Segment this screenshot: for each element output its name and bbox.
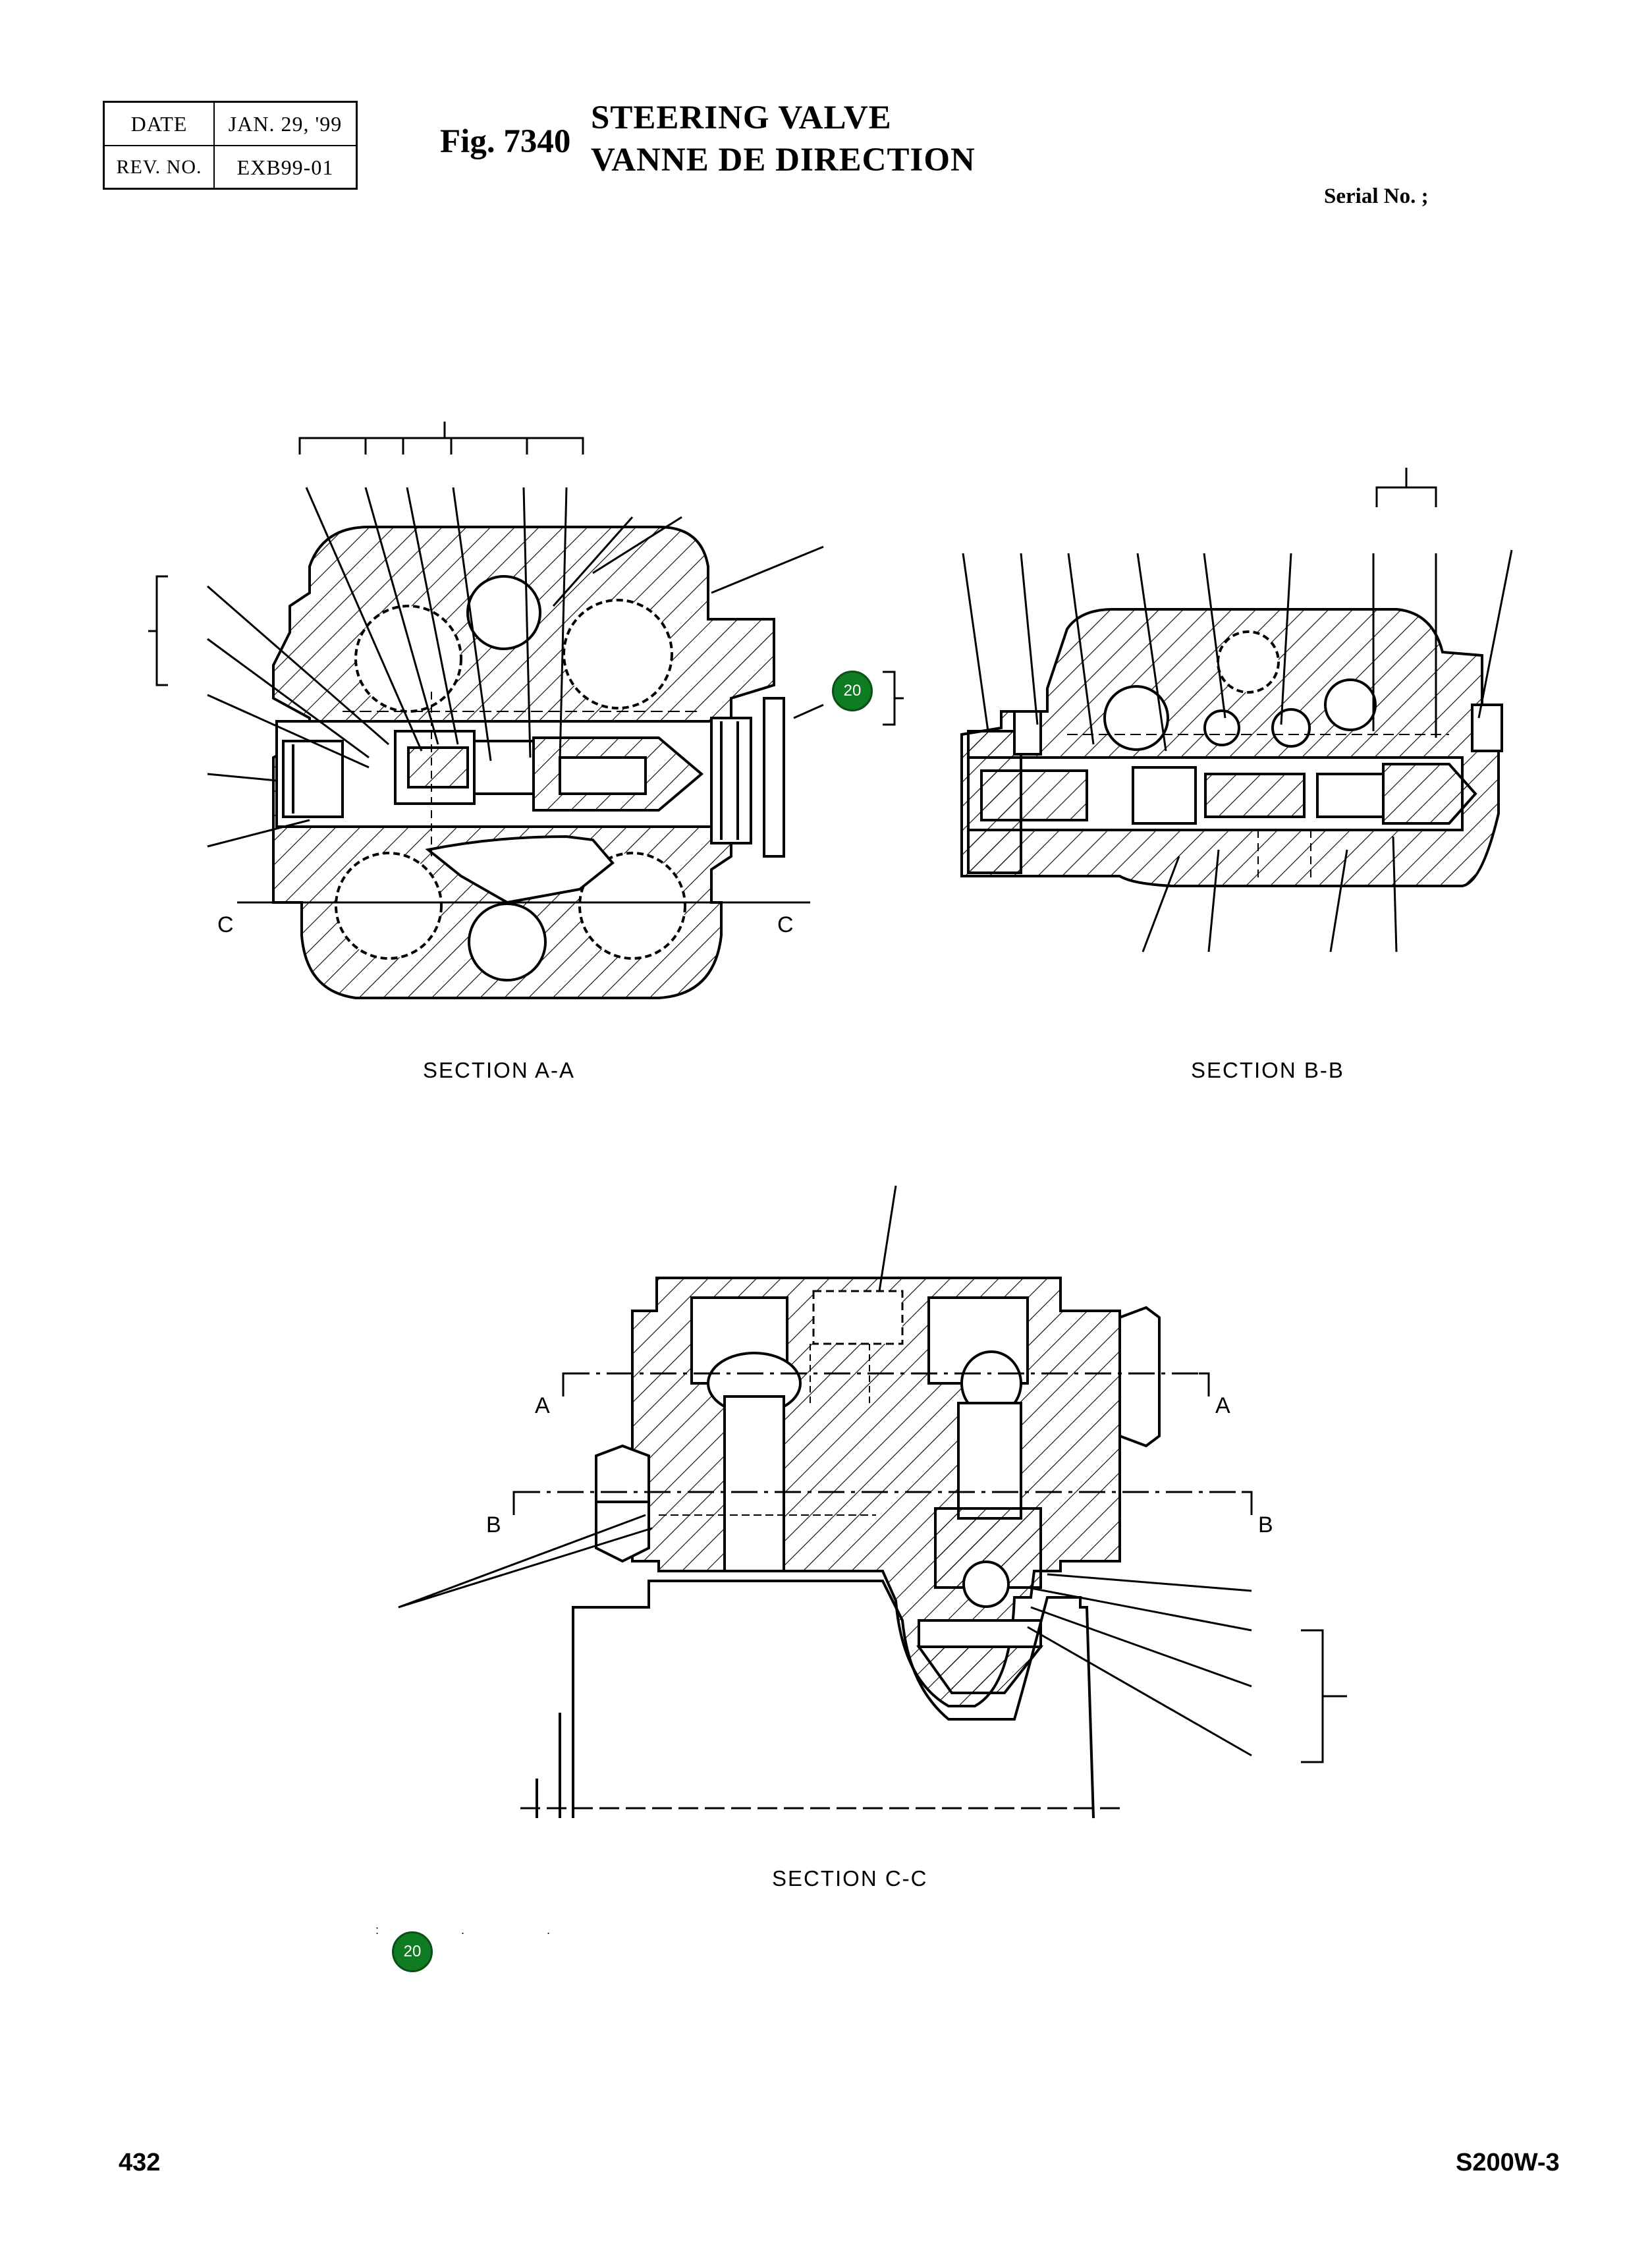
legend-dots: : . . [375,1923,590,1937]
cut-label-b-right: B [1258,1512,1273,1537]
section-bb-view [960,608,1503,887]
port-circle [578,852,686,960]
cut-label-c-right: C [777,912,794,937]
model-number: S200W-3 [1456,2149,1560,2176]
port-circle [335,852,443,960]
title-french: VANNE DE DIRECTION [591,142,976,179]
section-cc-leaders [398,1185,1347,1763]
section-bb-leaders [962,468,1513,953]
legend-badge-20[interactable]: 20 [392,1931,433,1972]
section-cc-view [512,1277,1253,1819]
cut-label-c-left: C [217,912,234,937]
port-circle [563,599,673,709]
port-circle [468,902,547,981]
cut-label-a-left: A [535,1393,550,1418]
section-aa-view [237,526,810,999]
figure-number: Fig. 7340 [440,123,571,160]
port-circle [354,605,462,713]
port-circle [466,575,541,650]
serial-number: Serial No. ; [1324,184,1429,208]
section-aa-label: SECTION A-A [423,1058,576,1082]
part-badge-20[interactable]: 20 [832,671,873,711]
date-label: DATE [130,111,188,136]
section-cc-label: SECTION C-C [772,1866,928,1891]
internal-passage [425,835,615,904]
section-aa-leaders [148,422,904,848]
rev-value: EXB99-01 [236,155,334,179]
page-number: 432 [119,2149,161,2176]
rev-label: REV. NO. [116,156,202,178]
section-bb-label: SECTION B-B [1191,1058,1344,1082]
cut-label-b-left: B [486,1512,501,1537]
table-divider [105,145,356,146]
date-value: JAN. 29, '99 [228,111,343,136]
title-english: STEERING VALVE [591,99,892,136]
cut-label-a-right: A [1215,1393,1230,1418]
revision-table: DATE JAN. 29, '99 REV. NO. EXB99-01 [103,101,358,190]
